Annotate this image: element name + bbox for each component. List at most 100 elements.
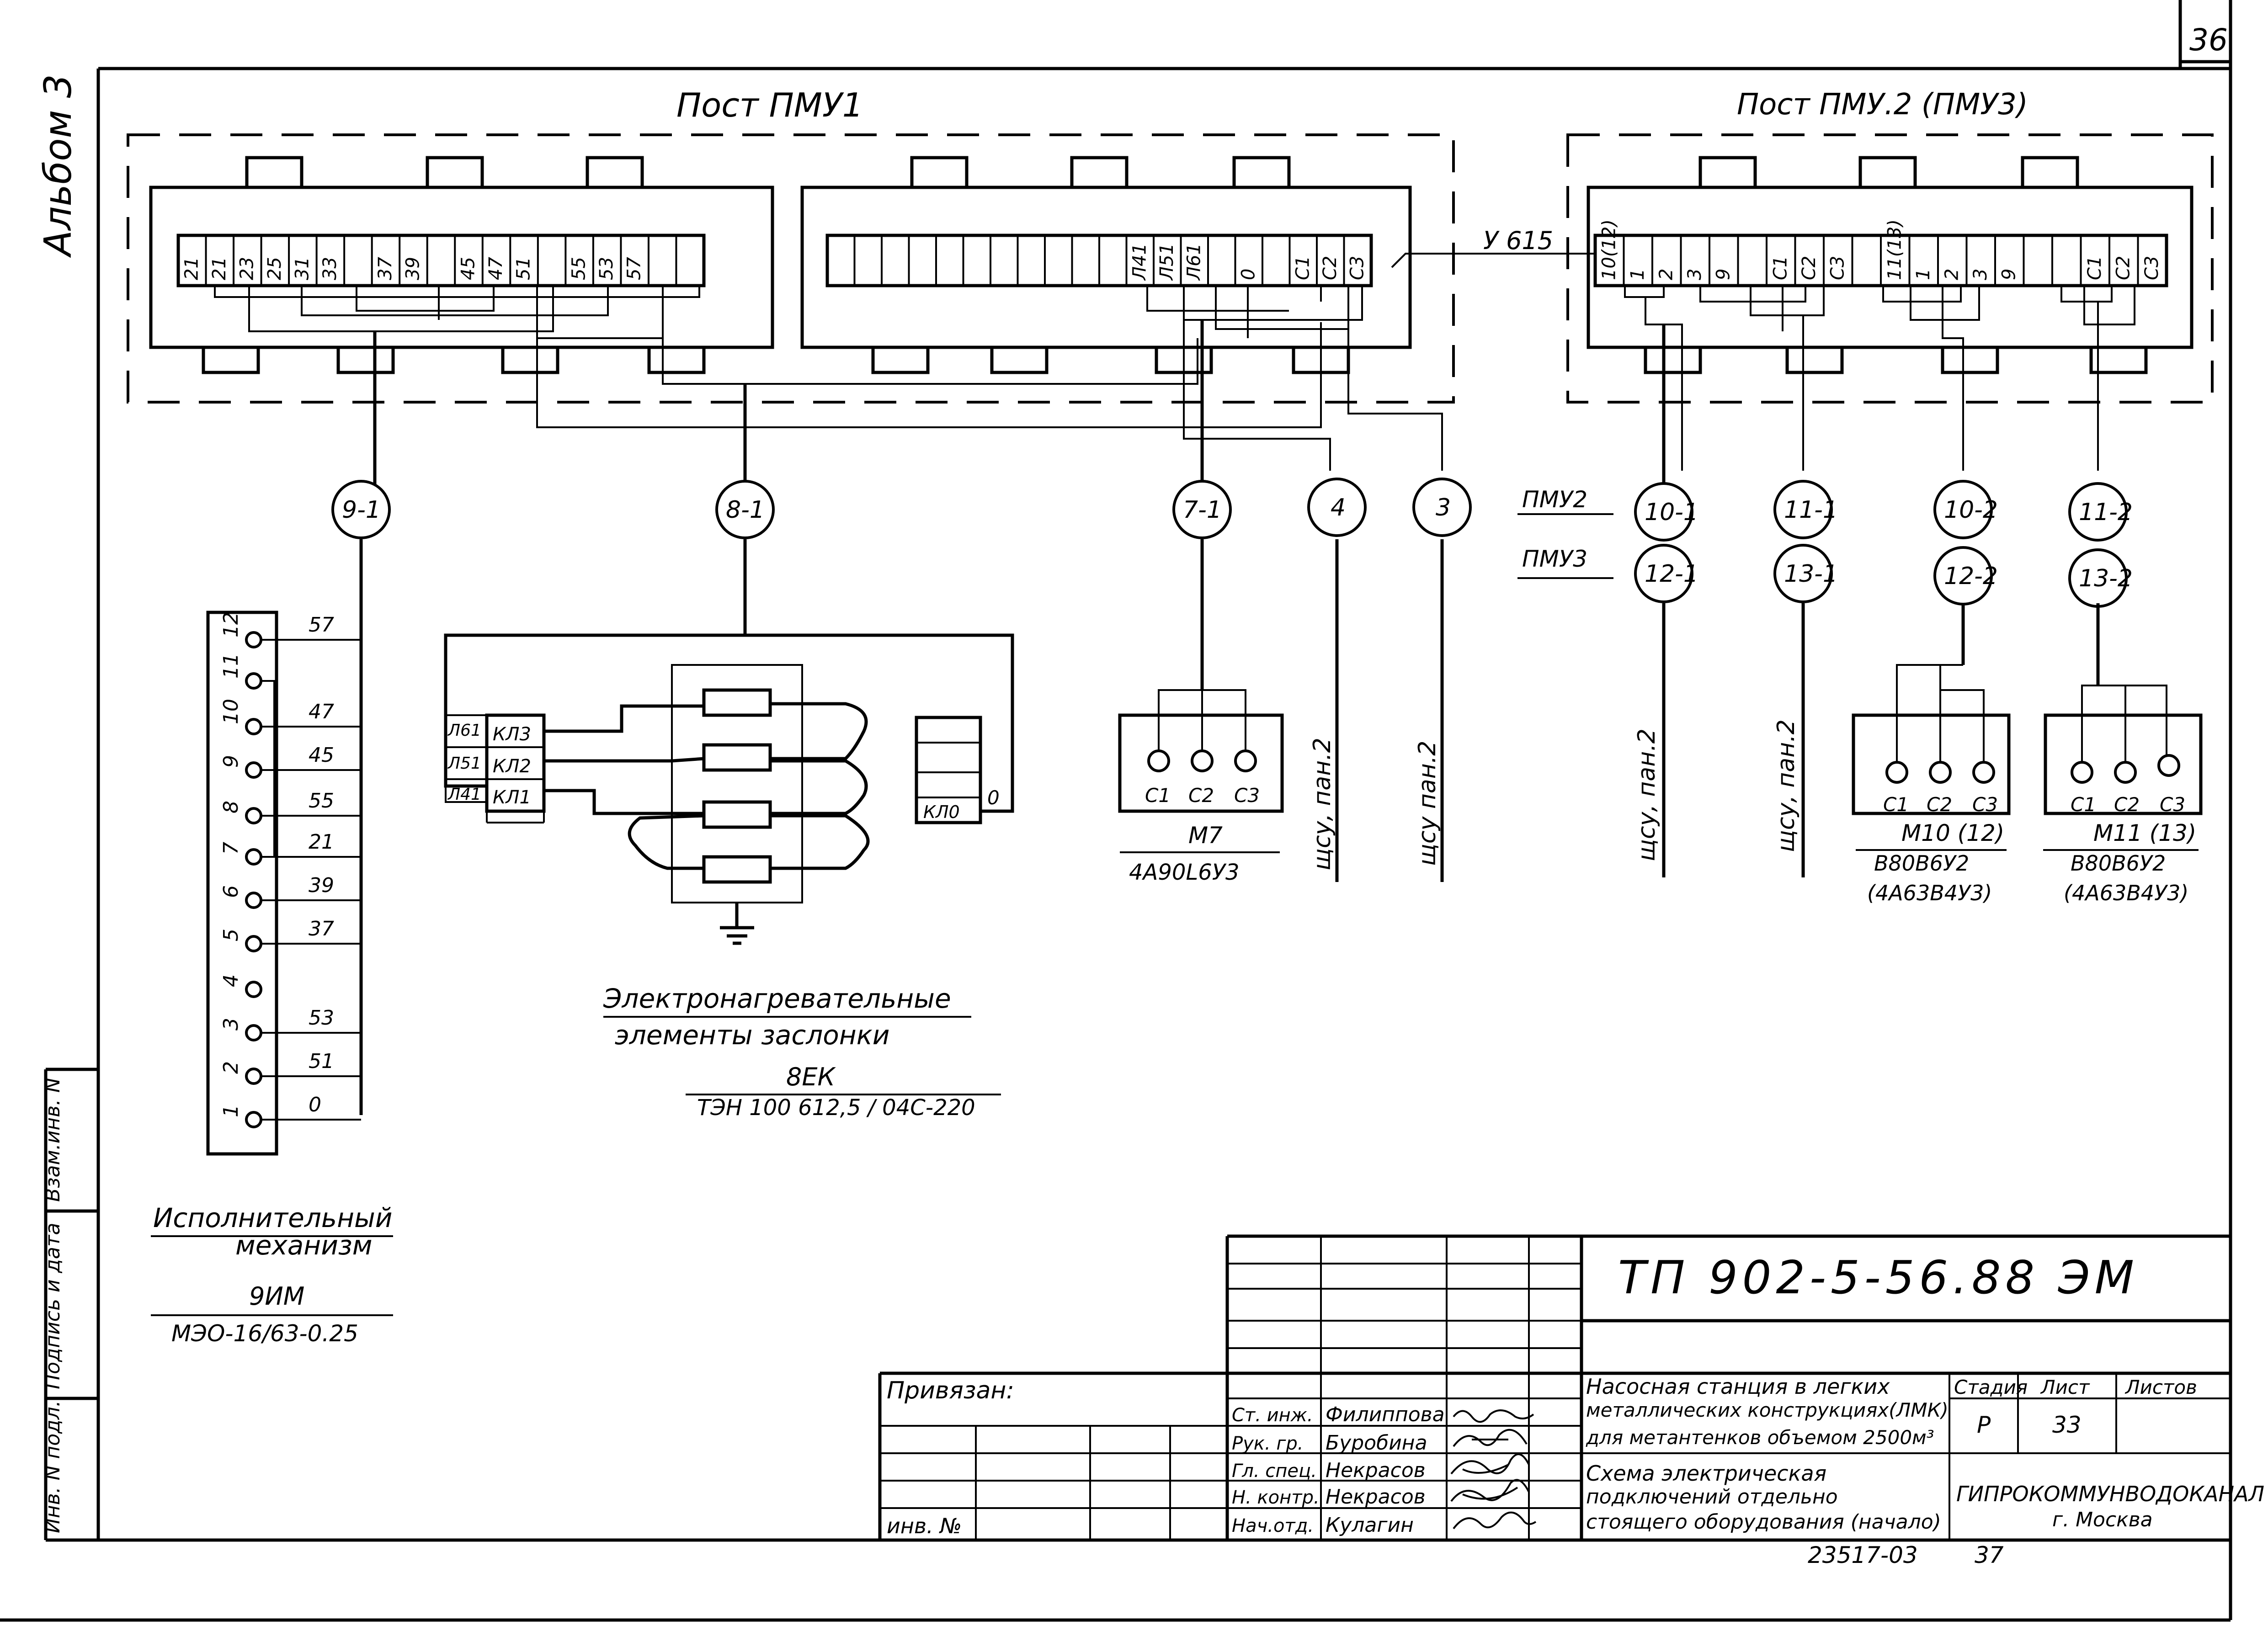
cable-label-4: 4 (1331, 494, 1346, 521)
drawing-line-1: Схема электрическая (1586, 1461, 1826, 1486)
heater-title: Электронагревательные (603, 983, 951, 1014)
role-5: Нач.отд. (1232, 1515, 1314, 1536)
doc-code: ТП 902-5-56.88 ЭМ (1618, 1251, 2139, 1304)
panel-ref-1: щсу, пан.2 (1309, 738, 1336, 871)
cable-marker-7-1 (1172, 480, 1232, 539)
post1-block1-terminal-15: 55 (569, 257, 590, 280)
m11-type2: (4А63В4У3) (2064, 881, 2188, 905)
post1-block1-terminal-17: 57 (624, 257, 645, 280)
cable-marker-12-1 (1634, 544, 1693, 603)
archive-code-page: 37 (1975, 1542, 2004, 1568)
m7-term-3: С3 (1234, 784, 1260, 807)
cable-marker-10-2 (1933, 480, 1993, 539)
m11-term-2: С2 (2114, 793, 2140, 816)
cable-label-11-1: 11-1 (1784, 496, 1838, 524)
post2-terminal-9: С3 (1827, 256, 1848, 280)
post2-terminal-7: С1 (1770, 256, 1791, 280)
m11-term-1: С1 (2071, 793, 2096, 816)
m10-type2: (4А63В4У3) (1867, 881, 1992, 905)
post1-block1-terminal-6: 33 (319, 257, 341, 280)
cable-marker-4 (1307, 478, 1367, 537)
post2-terminal-18: С1 (2084, 256, 2105, 280)
role-3: Гл. спец. (1232, 1461, 1317, 1482)
project-line-3: для метантенков объемом 2500м³ (1586, 1426, 1934, 1449)
cable-label-3: 3 (1436, 494, 1451, 521)
actuator-terminal-label-1: 1 (219, 1105, 243, 1117)
name-1: Филиппова (1326, 1403, 1445, 1426)
actuator-type: МЭО-16/63-0.25 (171, 1320, 358, 1347)
post-pmu1-boundary (127, 133, 1455, 404)
cable-label-12-2: 12-2 (1944, 563, 1998, 590)
cable-marker-11-1 (1773, 480, 1833, 539)
label-pmu2: ПМУ2 (1522, 486, 1587, 513)
m10-type: В80В6У2 (1874, 851, 1969, 876)
stage-header: Стадия (1954, 1376, 2028, 1398)
heater-kl0-wire: 0 (987, 786, 1000, 809)
m7-term-1: С1 (1145, 784, 1171, 807)
role-4: Н. контр. (1232, 1487, 1320, 1508)
post1-block1-terminal-13: 51 (513, 257, 534, 280)
actuator-designation: 9ИМ (249, 1282, 304, 1311)
actuator-subtitle: механизм (235, 1230, 373, 1261)
post2-terminal-19: С2 (2113, 256, 2134, 280)
post2-terminal-3: 2 (1656, 269, 1677, 280)
actuator-terminal-label-9: 9 (219, 755, 243, 768)
label-pmu3: ПМУ3 (1522, 546, 1587, 572)
post2-internal-wiring (1624, 286, 2135, 471)
post1-block2-terminal-14: Л61 (1183, 243, 1204, 281)
cable-label-13-2: 13-2 (2079, 565, 2133, 592)
organization-city: г. Москва (2052, 1508, 2153, 1531)
post-pmu2-boundary (1566, 133, 2214, 404)
cable-drops (373, 320, 1666, 494)
title-block: ТП 902-5-56.88 ЭМ Привязан: инв. № Ст. и… (878, 1234, 2264, 1540)
cable-label-10-1: 10-1 (1645, 499, 1698, 526)
post2-terminal-2: 1 (1627, 269, 1648, 280)
actuator-terminal-label-5: 5 (219, 929, 243, 941)
actuator-terminal-label-6: 6 (219, 885, 243, 898)
cable-marker-8-1 (715, 480, 775, 539)
actuator-wire-51: 51 (309, 1050, 334, 1073)
heater-wire-1: Л61 (447, 721, 481, 740)
drawing-line-2: подключений отдельно (1586, 1485, 1838, 1509)
page-number: 36 (2189, 22, 2228, 58)
actuator-terminal-1 (245, 1111, 262, 1128)
strip-signature-date: Подпись и дата (41, 1223, 64, 1389)
actuator-terminal-label-4: 4 (219, 974, 243, 987)
name-4: Некрасов (1326, 1485, 1426, 1509)
sheet-number-value: 33 (2052, 1412, 2082, 1438)
signatures (1450, 1409, 1537, 1530)
post2-terminal-20: С3 (2141, 256, 2162, 280)
post-pmu1-title: Пост ПМУ1 (676, 86, 863, 124)
drawing-line-3: стоящего оборудования (начало) (1586, 1510, 1941, 1534)
panel-ref-2: щсу пан.2 (1414, 741, 1441, 866)
motor-m11: С1 С2 С3 М11 (13) В80В6У2 (4А63В4У3) (2043, 685, 2203, 905)
post2-terminal-12: 1 (1913, 269, 1934, 280)
cable-label-13-1: 13-1 (1784, 560, 1838, 588)
privyazan-label: Привязан: (887, 1377, 1014, 1404)
inv-no-label: инв. № (887, 1514, 962, 1538)
heater-caption: Электронагревательные элементы заслонки … (603, 983, 1001, 1121)
left-stamp-strip: Инв. N подл. Подпись и дата Взам.инв. N (41, 1068, 98, 1540)
pmu-labels: ПМУ2 ПМУ3 (1517, 486, 1613, 579)
m11-term-3: С3 (2160, 793, 2185, 816)
actuator-terminal-label-12: 12 (219, 612, 243, 638)
heater-wire-2: Л51 (447, 754, 481, 773)
cable-label-8-1: 8-1 (726, 496, 765, 524)
role-1: Ст. инж. (1232, 1405, 1313, 1426)
project-line-1: Насосная станция в легких (1586, 1374, 1890, 1399)
actuator-terminal-4 (245, 981, 262, 998)
post2-terminal-8: С2 (1799, 256, 1820, 280)
actuator-wire-55: 55 (309, 789, 334, 813)
post1-block1-terminal-16: 53 (596, 257, 617, 280)
cable-marker-13-1 (1773, 544, 1833, 603)
actuator-terminal-7 (245, 848, 262, 866)
actuator-terminal-9 (245, 761, 262, 779)
sheet-header: Лист (2040, 1376, 2090, 1398)
post1-block1-terminal-4: 25 (264, 257, 285, 280)
post2-terminal-4: 3 (1684, 269, 1705, 280)
heater-kl0: КЛ0 (923, 802, 960, 822)
post1-block1-terminal-5: 31 (292, 257, 313, 280)
actuator-terminal-11 (245, 672, 262, 690)
cable-u615: У 615 (1391, 226, 1595, 268)
